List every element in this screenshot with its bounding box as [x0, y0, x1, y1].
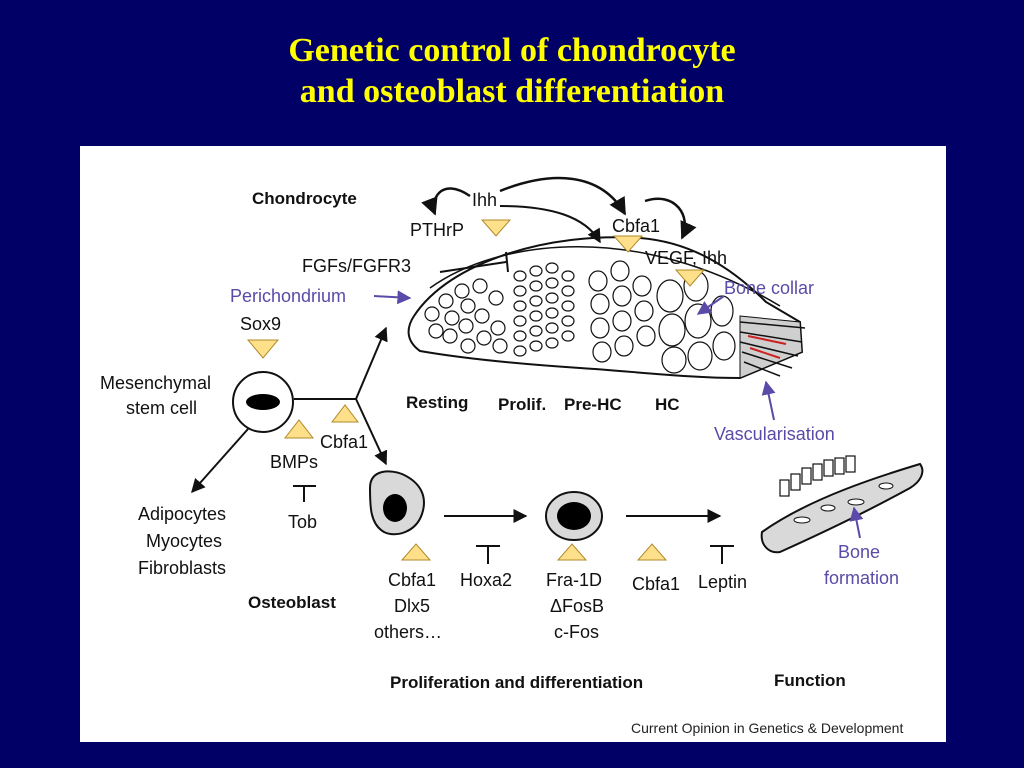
proliferation-differentiation-label: Proliferation and differentiation — [390, 673, 643, 692]
fgfs-inhibition-icon — [439, 251, 509, 273]
bone-formation-arrow — [849, 506, 864, 539]
fgfs-label: FGFs/FGFR3 — [302, 256, 411, 276]
vegf-ihh-label: VEGF, Ihh — [645, 248, 727, 268]
cfos-label: c-Fos — [554, 622, 599, 642]
title-line-2: and osteoblast differentiation — [299, 73, 725, 110]
perichondrium-label: Perichondrium — [230, 286, 346, 306]
adipocytes-label: Adipocytes — [138, 504, 226, 524]
diagram-svg: Chondrocyte Osteoblast Mesenchymal stem … — [100, 176, 924, 736]
cbfa1-osteo2-label: Cbfa1 — [632, 574, 680, 594]
stem-to-other-fates-arrow — [191, 428, 249, 494]
bone-formation-label-2: formation — [824, 568, 899, 588]
sox9-label: Sox9 — [240, 314, 281, 334]
ihh-to-cbfa1-arrow — [499, 176, 627, 216]
leptin-label: Leptin — [698, 572, 747, 592]
stem-cell-label-2: stem cell — [126, 398, 197, 418]
bmps-label: BMPs — [270, 452, 318, 472]
cbfa1-chondro-label: Cbfa1 — [612, 216, 660, 236]
slide-title: Genetic control of chondrocyte and osteo… — [0, 30, 1024, 112]
osteoblast-label: Osteoblast — [248, 593, 336, 612]
cbfa1-chondro-triangle-icon — [612, 235, 644, 253]
others-label: others… — [374, 622, 442, 642]
function-label: Function — [774, 671, 846, 690]
tob-label: Tob — [288, 512, 317, 532]
stem-cell-label-1: Mesenchymal — [100, 373, 211, 393]
fos-triangle-icon — [556, 543, 588, 561]
zone-hc-label: HC — [655, 395, 680, 414]
cbfa1-to-vegf-arrow — [644, 197, 697, 240]
dlx5-label: Dlx5 — [394, 596, 430, 616]
dfosb-label: ΔFosB — [550, 596, 604, 616]
bone-collar-arrow — [696, 295, 725, 315]
figure-panel: Chondrocyte Osteoblast Mesenchymal stem … — [80, 146, 946, 742]
zone-prehc-label: Pre-HC — [564, 395, 622, 414]
cbfa1-osteo-label: Cbfa1 — [388, 570, 436, 590]
cbfa1-osteo2-triangle-icon — [636, 543, 668, 561]
chondrocyte-label: Chondrocyte — [252, 189, 357, 208]
cbfa1-branch-label: Cbfa1 — [320, 432, 368, 452]
fra1d-label: Fra-1D — [546, 570, 602, 590]
ihh-label: Ihh — [472, 190, 497, 210]
ihh-to-prehc-arrow — [499, 205, 601, 244]
zone-resting-label: Resting — [406, 393, 468, 412]
myocytes-label: Myocytes — [146, 531, 222, 551]
perichondrium-arrow — [373, 290, 412, 305]
bone-formation-illustration — [760, 455, 924, 554]
hoxa2-inhibition-icon — [476, 545, 500, 564]
zone-prolif-label: Prolif. — [498, 395, 546, 414]
vascularisation-arrow — [761, 380, 776, 421]
bmps-triangle-icon — [283, 419, 315, 439]
cbfa1-branch-triangle-icon — [330, 404, 360, 423]
mesenchymal-stem-cell — [232, 371, 294, 433]
growth-plate — [407, 236, 806, 380]
vascularisation-label: Vascularisation — [714, 424, 835, 444]
leptin-inhibition-icon — [710, 545, 734, 564]
branch-to-chondrocyte-arrow — [355, 326, 388, 400]
ihh-to-pthrp-arrow — [421, 187, 471, 216]
fibroblasts-label: Fibroblasts — [138, 558, 226, 578]
title-line-1: Genetic control of chondrocyte — [288, 32, 736, 69]
sox9-triangle-icon — [246, 339, 280, 359]
cbfa1-osteo-triangle-icon — [400, 543, 432, 561]
bone-collar-label: Bone collar — [724, 278, 814, 298]
bone-formation-label-1: Bone — [838, 542, 880, 562]
osteoprogenitor-cell — [368, 470, 425, 536]
preosteoblast-cell — [545, 491, 603, 541]
figure-credit: Current Opinion in Genetics & Developmen… — [631, 720, 903, 736]
pthrp-label: PTHrP — [410, 220, 464, 240]
vegf-triangle-icon — [674, 269, 706, 287]
pthrp-triangle-icon — [480, 219, 512, 237]
tob-inhibition-icon — [293, 485, 316, 502]
hoxa2-label: Hoxa2 — [460, 570, 512, 590]
branch-to-osteoblast-arrow — [355, 398, 388, 466]
